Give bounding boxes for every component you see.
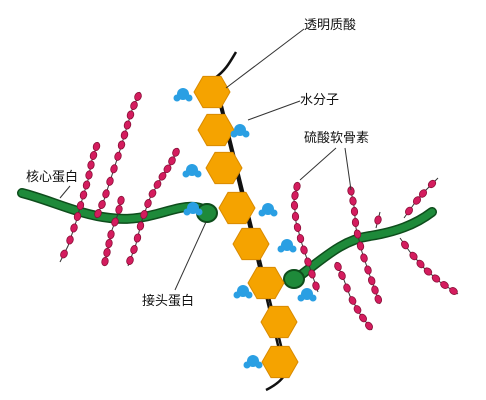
chondroitin-sulfate-chain: [399, 237, 459, 295]
chondroitin-sulfate-chain: [347, 185, 383, 305]
chondroitin-sulfate-chains: [59, 91, 459, 331]
chondroitin-sulfate-chain: [374, 211, 382, 229]
hexagon-unit: [197, 113, 235, 147]
hyaluronic-acid-hexagons: [193, 75, 299, 379]
water-molecule-icon: [233, 285, 253, 299]
leader-hyaluronic-acid: [225, 28, 305, 89]
water-molecules: [173, 88, 317, 369]
leader-core-protein: [59, 185, 71, 199]
water-molecule-icon: [297, 288, 317, 302]
hexagon-unit: [232, 227, 270, 261]
label-core-protein: 核心蛋白: [26, 170, 79, 185]
chondroitin-sulfate-chain: [94, 91, 142, 219]
water-molecule-icon: [258, 203, 278, 217]
water-molecule-icon: [182, 164, 202, 178]
label-hyaluronic-acid: 透明质酸: [304, 18, 357, 33]
label-link-protein: 接头蛋白: [142, 294, 195, 309]
hexagon-unit: [218, 191, 256, 225]
core-protein-right: [283, 207, 437, 289]
hexagon-unit: [261, 345, 299, 379]
chondroitin-sulfate-chain: [101, 195, 125, 267]
chondroitin-sulfate-chain: [403, 177, 439, 219]
chondroitin-sulfate-chain: [59, 141, 101, 263]
hexagon-unit: [247, 266, 285, 300]
water-molecule-icon: [173, 88, 193, 102]
chondroitin-sulfate-chain: [290, 181, 320, 293]
water-molecule-icon: [230, 124, 250, 138]
water-molecule-icon: [183, 202, 203, 216]
chondroitin-sulfate-chain: [334, 261, 373, 331]
label-chondroitin-sulfate: 硫酸软骨素: [304, 131, 370, 146]
water-molecule-icon: [277, 239, 297, 253]
hyaluronic-acid-backbone: [213, 51, 289, 392]
leader-chondroitin-right: [344, 147, 352, 191]
hexagon-unit: [205, 151, 243, 185]
chondroitin-sulfate-chain: [126, 147, 180, 267]
leader-water-molecule: [247, 100, 301, 121]
hexagon-unit: [260, 305, 298, 339]
leader-link-protein: [174, 221, 207, 291]
label-water-molecule: 水分子: [300, 93, 340, 108]
hexagon-unit: [193, 75, 231, 109]
water-molecule-icon: [243, 355, 263, 369]
leader-lines: [59, 28, 352, 291]
leader-chondroitin-left: [299, 147, 337, 181]
